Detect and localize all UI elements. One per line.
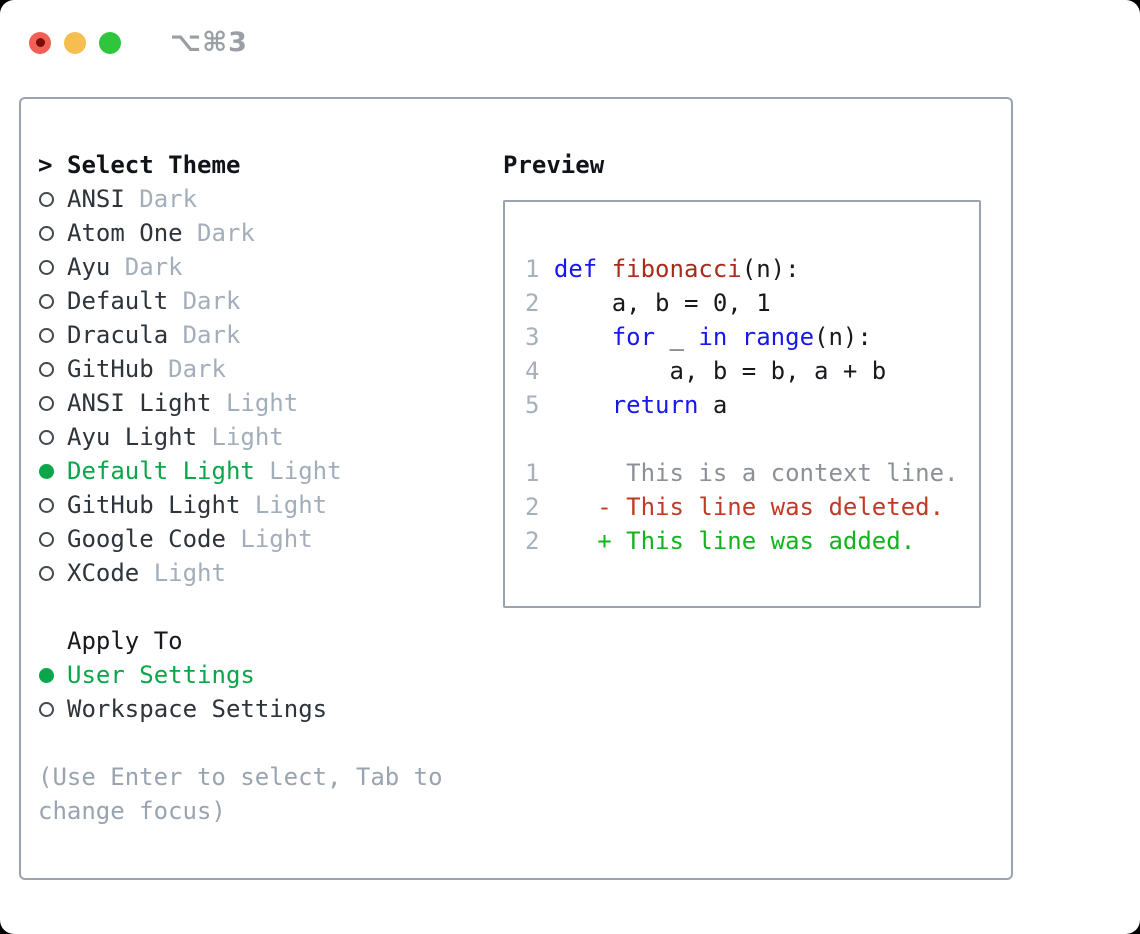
apply-option-user-settings[interactable]: User Settings [38,658,498,692]
apply-option-workspace-settings[interactable]: Workspace Settings [38,692,498,726]
theme-option-label: ANSI Light [67,389,212,417]
theme-option-tag: Dark [124,185,198,213]
theme-option-label: Default [67,287,169,315]
zoom-button[interactable] [99,31,121,54]
theme-option-github[interactable]: GitHub Dark [38,352,498,386]
radio-icon [38,522,67,556]
blank-line [525,218,979,252]
select-theme-heading-label: Select Theme [67,151,241,179]
theme-option-label: GitHub [67,355,154,383]
code-line: 1 def fibonacci(n): [525,255,800,283]
theme-option-dracula[interactable]: Dracula Dark [38,318,498,352]
code-line: 5 return a [525,391,728,419]
code-line: 2 + This line was added. [525,527,916,555]
radio-icon [38,284,67,318]
preview-column: Preview 1 def fibonacci(n): 2 a, b = 0, 1… [503,148,993,608]
apply-to-heading: Apply To [67,627,183,655]
radio-icon [38,420,67,454]
spacer [38,590,498,624]
radio-icon [38,386,67,420]
theme-option-label: XCode [67,559,140,587]
radio-icon [38,250,67,284]
minimize-button[interactable] [64,31,86,54]
hint-line-2: change focus) [38,797,226,825]
radio-icon [38,352,67,386]
radio-icon [38,216,67,250]
theme-option-label: ANSI [67,185,125,213]
select-theme-heading: > Select Theme [38,148,498,182]
traffic-lights [29,31,134,54]
radio-icon [38,182,67,216]
theme-option-github-light[interactable]: GitHub Light Light [38,488,498,522]
prompt-caret: > [38,151,53,179]
code-line: 3 for _ in range(n): [525,323,872,351]
theme-option-tag: Dark [168,321,241,349]
theme-option-tag: Light [225,525,313,553]
titlebar: ⌥⌘3 [29,27,248,58]
theme-option-ayu-light[interactable]: Ayu Light Light [38,420,498,454]
code-line: 4 a, b = b, a + b [525,357,887,385]
radio-selected-icon [38,454,67,488]
code-line: 1 This is a context line. [525,459,959,487]
theme-option-default-light[interactable]: Default Light Light [38,454,498,488]
theme-option-tag: Dark [110,253,183,281]
theme-option-google-code[interactable]: Google Code Light [38,522,498,556]
blank-line [525,422,979,456]
theme-option-xcode[interactable]: XCode Light [38,556,498,590]
theme-option-ansi-light[interactable]: ANSI Light Light [38,386,498,420]
hint-line-1: (Use Enter to select, Tab to [38,763,443,791]
theme-option-ayu[interactable]: Ayu Dark [38,250,498,284]
theme-option-tag: Dark [182,219,255,247]
preview-box: 1 def fibonacci(n): 2 a, b = 0, 1 3 for _ … [503,200,981,608]
code-line: 2 a, b = 0, 1 [525,289,771,317]
theme-option-tag: Light [254,457,342,485]
theme-option-ansi[interactable]: ANSI Dark [38,182,498,216]
theme-option-label: GitHub Light [67,491,241,519]
apply-option-label: Workspace Settings [67,695,328,723]
close-button[interactable] [29,31,51,54]
apply-option-label: User Settings [67,661,255,689]
theme-option-label: Default Light [67,457,255,485]
preview-heading: Preview [503,151,605,179]
theme-option-label: Google Code [67,525,226,553]
theme-option-label: Ayu Light [67,423,198,451]
code-line: 2 - This line was deleted. [525,493,945,521]
theme-option-atom-one[interactable]: Atom One Dark [38,216,498,250]
theme-option-tag: Light [197,423,284,451]
radio-selected-icon [38,658,67,692]
radio-icon [38,692,67,726]
close-unsaved-dot [35,38,45,47]
radio-icon [38,556,67,590]
window-shortcut-label: ⌥⌘3 [170,27,248,58]
theme-option-default[interactable]: Default Dark [38,284,498,318]
theme-option-tag: Dark [168,287,241,315]
blank-line [525,558,979,592]
radio-icon [38,488,67,522]
spacer [38,726,498,760]
theme-option-label: Atom One [67,219,183,247]
theme-option-label: Ayu [67,253,111,281]
theme-option-tag: Light [211,389,299,417]
theme-option-tag: Light [139,559,226,587]
theme-option-label: Dracula [67,321,169,349]
radio-icon [38,318,67,352]
theme-option-tag: Dark [153,355,226,383]
theme-option-tag: Light [240,491,328,519]
